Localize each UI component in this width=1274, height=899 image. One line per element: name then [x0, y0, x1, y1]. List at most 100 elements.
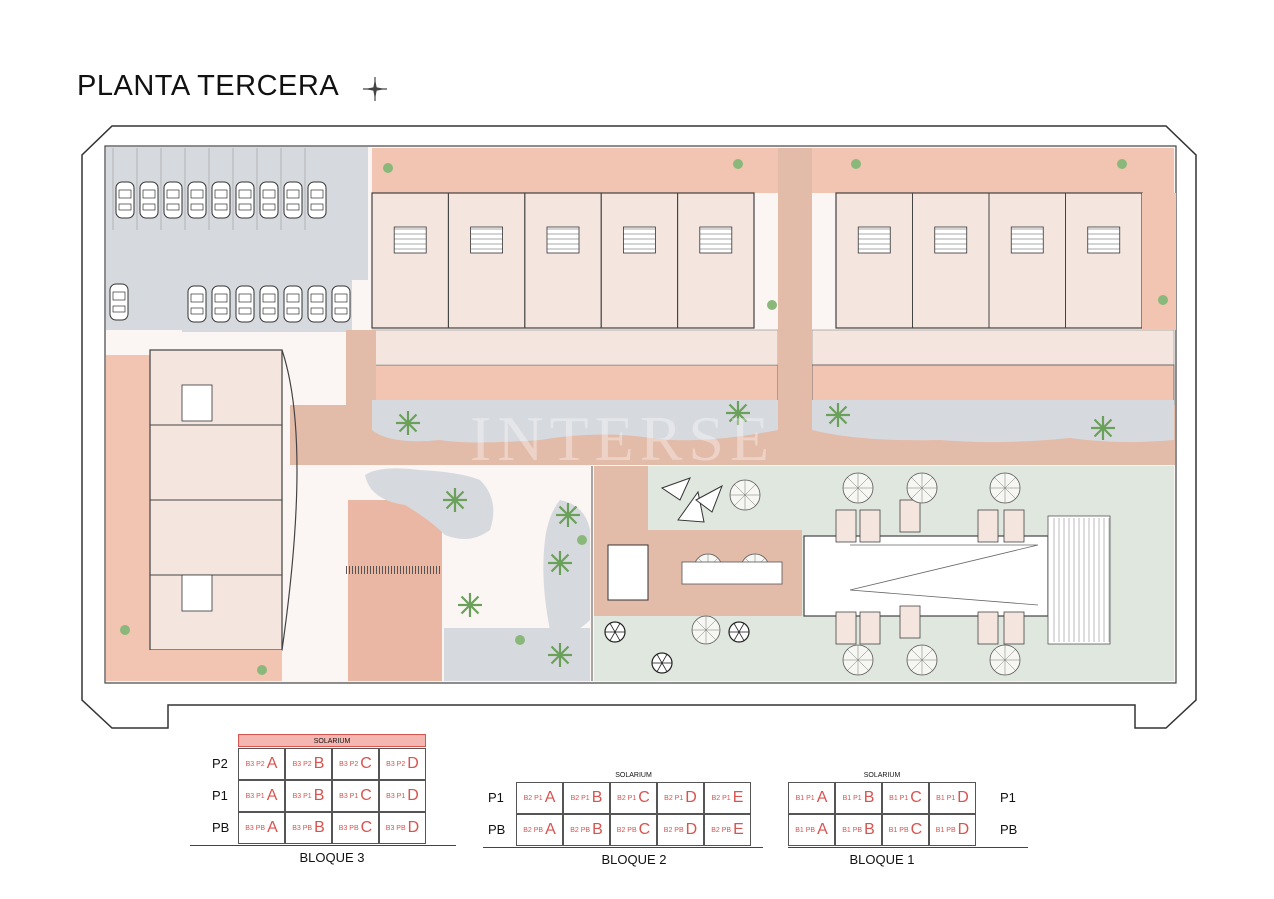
block-3-units	[149, 349, 283, 651]
sun-loungers	[835, 499, 1025, 645]
sun-lounger	[835, 611, 857, 645]
unit-code: B3 PB	[292, 824, 313, 832]
unit-code: B3 P2	[339, 760, 359, 768]
unit-code: B2 PB	[616, 826, 637, 834]
unit-letter: B	[314, 819, 325, 836]
unit-letter: D	[957, 821, 970, 838]
umbrella-icon	[906, 644, 938, 676]
sun-lounger	[1003, 611, 1025, 645]
block-1-units	[835, 192, 1143, 329]
umbrella-icon	[691, 615, 721, 645]
pool-shape	[849, 544, 1039, 606]
shrub-icon	[1158, 295, 1168, 305]
shrub-icon	[577, 535, 587, 545]
unit-code: B1 PB	[795, 826, 816, 834]
shrub-icon	[851, 159, 861, 169]
car-icon	[235, 181, 255, 219]
floor-label: P1	[1000, 790, 1016, 805]
palm-tree-icon	[396, 411, 420, 435]
parasol-icon	[651, 652, 673, 674]
unit-code: B2 P1	[711, 794, 731, 802]
car-icon	[115, 181, 135, 219]
sun-lounger	[977, 611, 999, 645]
car-icon	[259, 181, 279, 219]
shade-sail-icon	[695, 484, 723, 513]
unit-code: B2 PB	[711, 826, 732, 834]
solarium-header: SOLARIUM	[615, 772, 652, 779]
car-icon	[283, 181, 303, 219]
floor-label: P1	[212, 788, 228, 803]
planter-row	[681, 561, 783, 585]
unit-letter: B	[863, 789, 875, 806]
unit-letter: B	[592, 821, 603, 838]
stair-core	[934, 226, 968, 254]
unit-code: B3 PB	[245, 824, 266, 832]
stair-core	[699, 226, 733, 254]
parking-spaces-mid	[109, 280, 352, 332]
trees	[120, 159, 1168, 675]
unit-code: B2 P1	[523, 794, 543, 802]
unit-letter: A	[266, 787, 278, 804]
unit-letter: D	[685, 789, 697, 806]
unit-letter: B	[313, 755, 325, 772]
floor-label: P2	[212, 756, 228, 771]
sun-lounger	[899, 605, 921, 639]
sun-lounger	[835, 509, 857, 543]
parasol-icon	[604, 621, 626, 643]
page-title: PLANTA TERCERA	[77, 70, 340, 102]
unit-letter: D	[407, 755, 419, 772]
shrub-icon	[383, 163, 393, 173]
car-icon	[331, 285, 351, 323]
palm-tree-icon	[548, 551, 572, 575]
stair-core	[623, 226, 656, 254]
stair-core	[470, 226, 504, 254]
unit-letter: D	[957, 789, 969, 806]
car-icon	[211, 181, 231, 219]
watermark: INTERSE	[470, 403, 776, 474]
legend-baseline	[190, 845, 456, 846]
legend-baseline	[483, 847, 763, 848]
sun-lounger	[977, 509, 999, 543]
palm-tree-icon	[726, 401, 750, 425]
block-name: BLOQUE 1	[849, 852, 915, 867]
car-icon	[139, 181, 159, 219]
sun-lounger	[859, 611, 881, 645]
palm-tree-icon	[548, 643, 572, 667]
block-2-porch	[371, 329, 779, 366]
unit-letter: A	[267, 819, 278, 836]
sun-lounger	[859, 509, 881, 543]
car-icon	[187, 181, 207, 219]
unit-code: B3 PB	[385, 824, 406, 832]
unit-letter: A	[816, 789, 828, 806]
unit-letter: B	[591, 789, 603, 806]
legend-baseline	[788, 847, 1028, 848]
unit-code: B2 P1	[664, 794, 684, 802]
block-name: BLOQUE 2	[601, 852, 667, 867]
umbrella-icon	[906, 472, 938, 504]
unit-code: B2 P1	[617, 794, 637, 802]
unit-code: B1 P1	[842, 794, 862, 802]
umbrella-icon	[989, 472, 1021, 504]
stair-core	[393, 226, 427, 254]
pool-deck-slats	[1053, 518, 1110, 642]
unit-code: B3 P1	[339, 792, 359, 800]
unit-letter: E	[733, 821, 744, 838]
car-icon	[259, 285, 279, 323]
unit-letter: C	[910, 821, 923, 838]
